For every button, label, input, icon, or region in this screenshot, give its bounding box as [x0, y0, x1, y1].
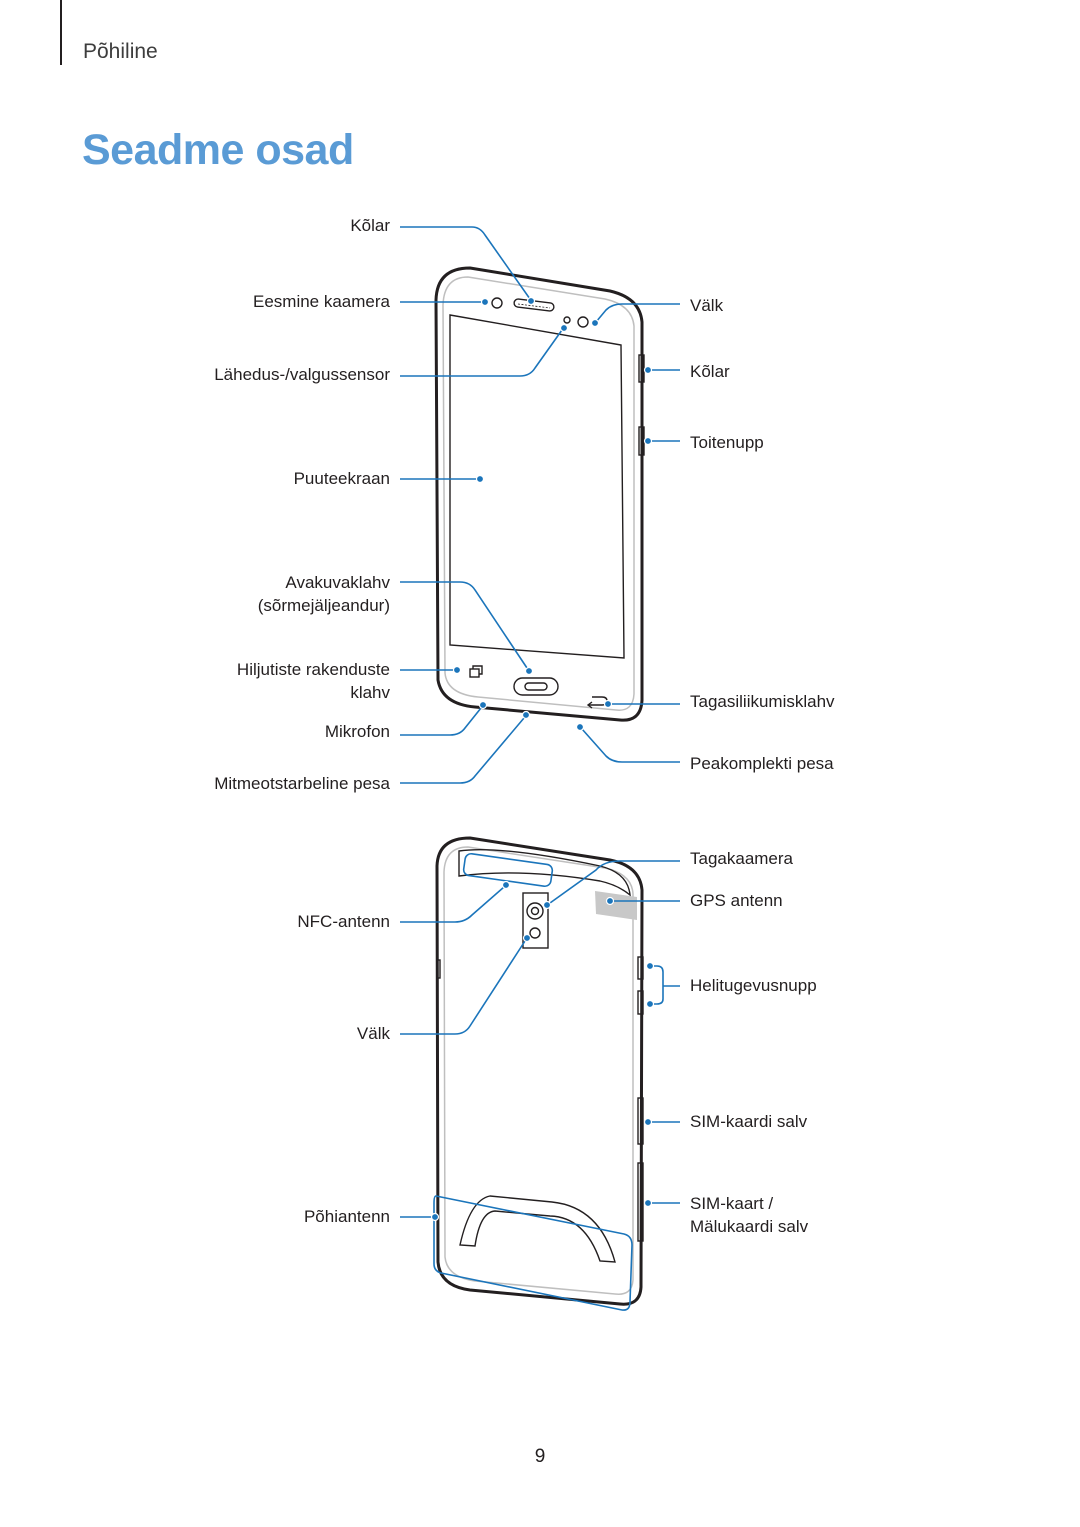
label-front-speaker: Kõlar: [350, 216, 390, 235]
label-front-camera: Eesmine kaamera: [252, 292, 390, 311]
label-recent-apps-line2: klahv: [350, 683, 390, 702]
label-recent-apps-key: Hiljutiste rakenduste klahv: [237, 658, 390, 704]
label-rear-camera: Tagakaamera: [690, 849, 794, 868]
main-antenna-area: [433, 1195, 633, 1311]
section-name: Põhiline: [83, 40, 158, 63]
home-key: [513, 677, 559, 696]
label-gps-antenna: GPS antenn: [690, 891, 783, 910]
label-recent-apps-line1: Hiljutiste rakenduste: [236, 660, 390, 679]
label-main-antenna: Põhiantenn: [303, 1207, 390, 1226]
label-home-key-line2: (sõrmejäljeandur): [257, 596, 390, 615]
label-back-key: Tagasiliikumisklahv: [690, 692, 835, 711]
front-callouts: [400, 226, 680, 784]
front-camera-lens: [491, 297, 503, 309]
label-side-speaker: Kõlar: [690, 362, 730, 381]
label-sim-memory-tray: SIM-kaart / Mälukaardi salv: [690, 1192, 808, 1238]
header-rule: [60, 0, 62, 65]
label-multipurpose-jack: Mitmeotstarbeline pesa: [214, 774, 390, 793]
label-touchscreen: Puuteekraan: [293, 469, 390, 488]
label-front-flash: Välk: [690, 296, 724, 315]
label-volume-key: Helitugevusnupp: [690, 976, 817, 995]
page-title: Seadme osad: [82, 126, 354, 174]
label-rear-flash: Välk: [356, 1024, 390, 1043]
page-number: 9: [534, 1446, 546, 1467]
label-sim-memory-line1: SIM-kaart /: [690, 1194, 774, 1213]
label-earphone-jack: Peakomplekti pesa: [690, 754, 834, 773]
label-proximity-sensor: Lähedus-/valgussensor: [214, 365, 390, 384]
label-sim-memory-line2: Mälukaardi salv: [690, 1217, 809, 1236]
label-power-key: Toitenupp: [690, 433, 764, 452]
label-home-key-line1: Avakuvaklahv: [285, 573, 390, 592]
recent-apps-key: [469, 668, 480, 678]
front-screen: [449, 314, 625, 659]
label-home-key: Avakuvaklahv (sõrmejäljeandur): [258, 571, 390, 617]
label-nfc-antenna: NFC-antenn: [297, 912, 390, 931]
rear-camera-module: [522, 892, 549, 949]
back-callouts: [400, 860, 680, 1222]
nfc-antenna-area: [462, 852, 554, 888]
back-phone-illustration: [433, 836, 644, 1311]
label-microphone: Mikrofon: [324, 722, 390, 741]
label-sim-tray: SIM-kaardi salv: [690, 1112, 808, 1131]
gps-antenna-area: [595, 891, 637, 920]
front-phone-illustration: [434, 266, 645, 722]
